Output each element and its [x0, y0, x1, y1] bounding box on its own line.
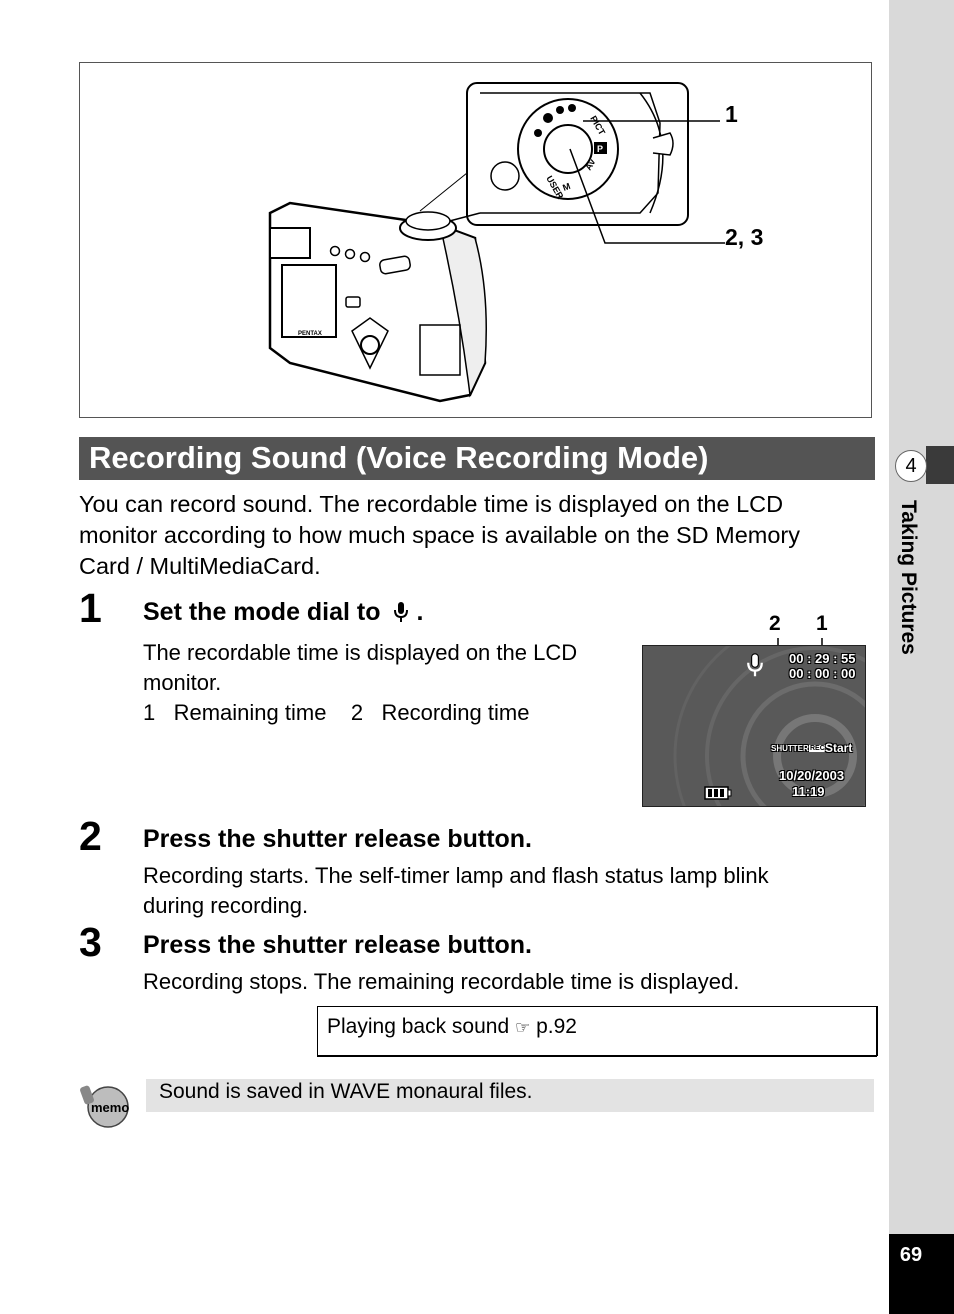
step-2-description: Recording starts. The self-timer lamp an…: [143, 861, 769, 921]
step-1-description: The recordable time is displayed on the …: [143, 638, 577, 728]
page-number: 69: [899, 1244, 923, 1266]
recording-time: 00 : 00 : 00: [789, 666, 856, 681]
dial-mark-av: Av: [583, 157, 597, 172]
lcd-date: 10/20/2003: [779, 768, 845, 783]
step-3-description: Recording stops. The remaining recordabl…: [143, 967, 739, 997]
memo-icon-label: memo: [91, 1100, 129, 1115]
step-1-number: 1: [79, 585, 102, 631]
intro-line: Card / MultiMediaCard.: [79, 553, 321, 579]
step-1-title-text: Set the mode dial to: [143, 598, 381, 626]
step-2-desc-line: during recording.: [143, 893, 309, 918]
microphone-icon: [394, 602, 409, 622]
memo-box: [146, 1079, 874, 1112]
start-label: Start: [825, 741, 853, 755]
step-2-title: Press the shutter release button.: [143, 825, 533, 853]
shutter-label: SHUTTER: [771, 744, 809, 753]
battery-icon: [704, 786, 732, 800]
step-3-number: 3: [79, 919, 102, 965]
reference-link[interactable]: Playing back sound ☞ p.92: [327, 1015, 577, 1039]
lcd-callout-2: 2: [769, 612, 781, 635]
lcd-callout-1: 1: [816, 612, 828, 635]
reference-box: [317, 1006, 877, 1056]
lcd-microphone-icon: [747, 653, 763, 677]
legend-num: 2: [350, 700, 364, 725]
legend-label: Recording time: [381, 700, 530, 725]
pointing-hand-icon: ☞: [514, 1018, 531, 1037]
camera-figure: PICT P Av M USER PENTAX 1 2, 3: [79, 62, 872, 418]
chapter-title: Taking Pictures: [897, 500, 920, 655]
dial-mark-m: M: [561, 181, 571, 193]
memo-icon: memo: [80, 1085, 129, 1128]
intro-line: You can record sound. The recordable tim…: [79, 491, 784, 517]
reference-text: Playing back sound: [327, 1015, 510, 1038]
step-1-title-suffix: .: [416, 598, 424, 626]
step-1-title: Set the mode dial to .: [143, 598, 423, 627]
legend-num: 1: [143, 700, 156, 725]
camera-illustration: PICT P Av M USER PENTAX: [268, 82, 725, 403]
step-2-number: 2: [79, 813, 102, 859]
section-title-bar: [79, 437, 875, 480]
legend-label: Remaining time: [173, 700, 327, 725]
step-1-desc-line: The recordable time is displayed on the …: [143, 640, 578, 665]
lcd-background-rings: [673, 646, 865, 806]
callout-2-3: 2, 3: [725, 224, 764, 250]
step-3-title: Press the shutter release button.: [143, 931, 533, 959]
chapter-tab-marker: [926, 446, 954, 484]
reference-page: p.92: [536, 1015, 577, 1038]
section-title: Recording Sound (Voice Recording Mode): [89, 440, 709, 475]
memo-text: Sound is saved in WAVE monaural files.: [159, 1080, 533, 1103]
step-1-legend: 1 Remaining time 2 Recording time: [143, 698, 577, 728]
camera-brand: PENTAX: [298, 331, 322, 337]
step-2-desc-line: Recording starts. The self-timer lamp an…: [143, 863, 769, 888]
callout-1: 1: [725, 101, 738, 127]
intro-line: monitor according to how much space is a…: [79, 522, 801, 548]
step-1-desc-line: monitor.: [143, 670, 222, 695]
chapter-number: 4: [895, 450, 927, 482]
page-number-box: [889, 1234, 954, 1314]
step-3-desc-line: Recording stops. The remaining recordabl…: [143, 969, 740, 994]
intro-paragraph: You can record sound. The recordable tim…: [79, 489, 800, 582]
remaining-time: 00 : 29 : 55: [789, 651, 856, 666]
rec-label: REC: [809, 745, 826, 752]
lcd-time: 11:19: [792, 784, 825, 799]
chapter-side-strip: [889, 0, 954, 1314]
dial-mark-p: P: [597, 144, 603, 154]
lcd-screen: 00 : 29 : 55 00 : 00 : 00 SHUTTER REC St…: [642, 645, 866, 807]
